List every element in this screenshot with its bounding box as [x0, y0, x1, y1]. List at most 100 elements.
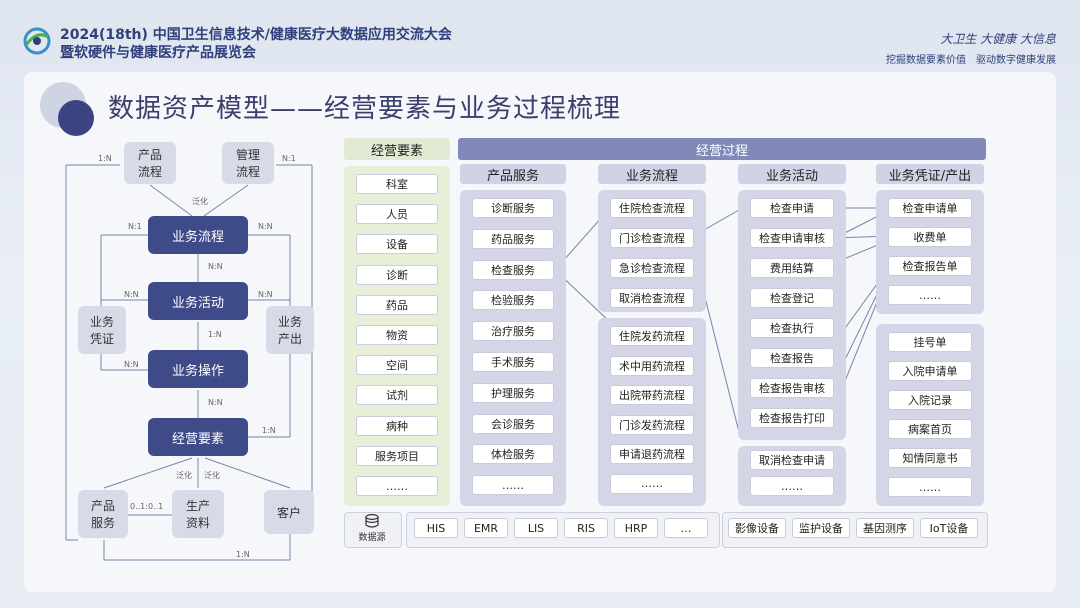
business-output-node: 业务 产出 [266, 306, 314, 354]
product-item: 诊断服务 [472, 198, 554, 218]
business-elements-node: 经营要素 [148, 418, 248, 456]
product-item: …… [472, 475, 554, 496]
element-item: 物资 [356, 325, 438, 345]
business-activity-node: 业务活动 [148, 282, 248, 320]
system-item: EMR [464, 518, 508, 538]
flow-item: 取消检查流程 [610, 288, 694, 308]
edge-label: N:1 [282, 154, 296, 163]
business-voucher-node: 业务 凭证 [78, 306, 126, 354]
edge-label: N:N [208, 398, 223, 407]
activity-item: 检查报告审核 [750, 378, 834, 398]
edge-label: 泛化 [192, 197, 208, 206]
activity-item: 检查报告打印 [750, 408, 834, 428]
activity-item: 费用结算 [750, 258, 834, 278]
activity-header: 业务活动 [738, 164, 846, 184]
flow-item: 住院检查流程 [610, 198, 694, 218]
element-item: 设备 [356, 234, 438, 255]
flow-item: 申请退药流程 [610, 444, 694, 464]
element-item: 试剂 [356, 385, 438, 406]
edge-label: 1:N [262, 426, 276, 435]
voucher-item: 入院记录 [888, 390, 972, 410]
flow-item: …… [610, 473, 694, 494]
flow-header: 业务流程 [598, 164, 706, 184]
element-item: 诊断 [356, 264, 438, 285]
voucher-group2-column [876, 324, 984, 506]
activity-item: 检查报告 [750, 348, 834, 368]
flow-item: 出院带药流程 [610, 385, 694, 405]
management-flow-node: 管理 流程 [222, 142, 274, 184]
edge-label: 0..1:0..1 [130, 502, 164, 511]
edge-label: 泛化 [204, 471, 220, 480]
database-icon [365, 514, 379, 528]
edge-label: N:N [208, 262, 223, 271]
flow-item: 急诊检查流程 [610, 258, 694, 278]
datasource-label-box [344, 512, 402, 548]
device-item: 影像设备 [728, 518, 786, 538]
edge-label: 1:N [208, 330, 222, 339]
voucher-item: …… [888, 285, 972, 305]
device-item: 监护设备 [792, 518, 850, 538]
edge-label: 1:N [236, 550, 250, 559]
process-header: 经营过程 [458, 138, 986, 160]
voucher-header: 业务凭证/产出 [876, 164, 984, 184]
edge-label: N:N [258, 290, 273, 299]
voucher-item: 挂号单 [888, 332, 972, 352]
conference-title: 2024(18th) 中国卫生信息技术/健康医疗大数据应用交流大会 暨软硬件与健… [60, 27, 452, 61]
system-item: RIS [564, 518, 608, 538]
activity-item: 取消检查申请 [750, 450, 834, 470]
voucher-item: 收费单 [888, 227, 972, 247]
customer-node: 客户 [264, 490, 314, 534]
element-item: …… [356, 476, 438, 496]
device-item: IoT设备 [920, 518, 978, 538]
element-item: 服务项目 [356, 445, 438, 466]
product-item: 会诊服务 [472, 413, 554, 434]
system-item: HRP [614, 518, 658, 538]
element-item: 科室 [356, 174, 438, 194]
voucher-item: 病案首页 [888, 419, 972, 439]
edge-label: N:N [258, 222, 273, 231]
product-item: 护理服务 [472, 382, 554, 403]
business-flow-node: 业务流程 [148, 216, 248, 254]
activity-item: 检查申请审核 [750, 228, 834, 248]
voucher-item: 入院申请单 [888, 361, 972, 381]
business-operation-node: 业务操作 [148, 350, 248, 388]
flow-item: 门诊发药流程 [610, 414, 694, 435]
device-item: 基因测序 [856, 518, 914, 538]
edge-label: N:N [124, 360, 139, 369]
flow-item: 门诊检查流程 [610, 228, 694, 248]
edge-label: N:N [124, 290, 139, 299]
product-item: 药品服务 [472, 228, 554, 249]
voucher-item: …… [888, 477, 972, 497]
system-item: … [664, 518, 708, 538]
conference-logo-icon [23, 27, 51, 55]
product-service-node: 产品 服务 [78, 490, 128, 538]
element-item: 病种 [356, 415, 438, 436]
system-item: HIS [414, 518, 458, 538]
product-flow-node: 产品 流程 [124, 142, 176, 184]
elements-header: 经营要素 [344, 138, 450, 160]
production-material-node: 生产 资料 [172, 490, 224, 538]
voucher-item: 检查申请单 [888, 198, 972, 218]
product-item: 检验服务 [472, 290, 554, 311]
element-item: 空间 [356, 355, 438, 376]
edge-label: 泛化 [176, 471, 192, 480]
slogan: 大卫生 大健康 大信息 挖掘数据要素价值 驱动数字健康发展 [886, 32, 1056, 66]
voucher-item: 检查报告单 [888, 256, 972, 276]
element-item: 人员 [356, 204, 438, 225]
flow-item: 住院发药流程 [610, 326, 694, 346]
datasource-label: 数据源 [358, 533, 386, 543]
activity-item: 检查登记 [750, 288, 834, 308]
decor-dot-icon [58, 100, 94, 136]
element-item: 药品 [356, 294, 438, 315]
activity-item: 检查执行 [750, 318, 834, 338]
activity-item: …… [750, 476, 834, 496]
activity-item: 检查申请 [750, 198, 834, 218]
voucher-item: 知情同意书 [888, 448, 972, 468]
edge-label: 1:N [98, 154, 112, 163]
product-header: 产品服务 [460, 164, 566, 184]
product-item: 检查服务 [472, 259, 554, 280]
flow-item: 术中用药流程 [610, 355, 694, 376]
edge-label: N:1 [128, 222, 142, 231]
page-title: 数据资产模型——经营要素与业务过程梳理 [108, 94, 622, 124]
